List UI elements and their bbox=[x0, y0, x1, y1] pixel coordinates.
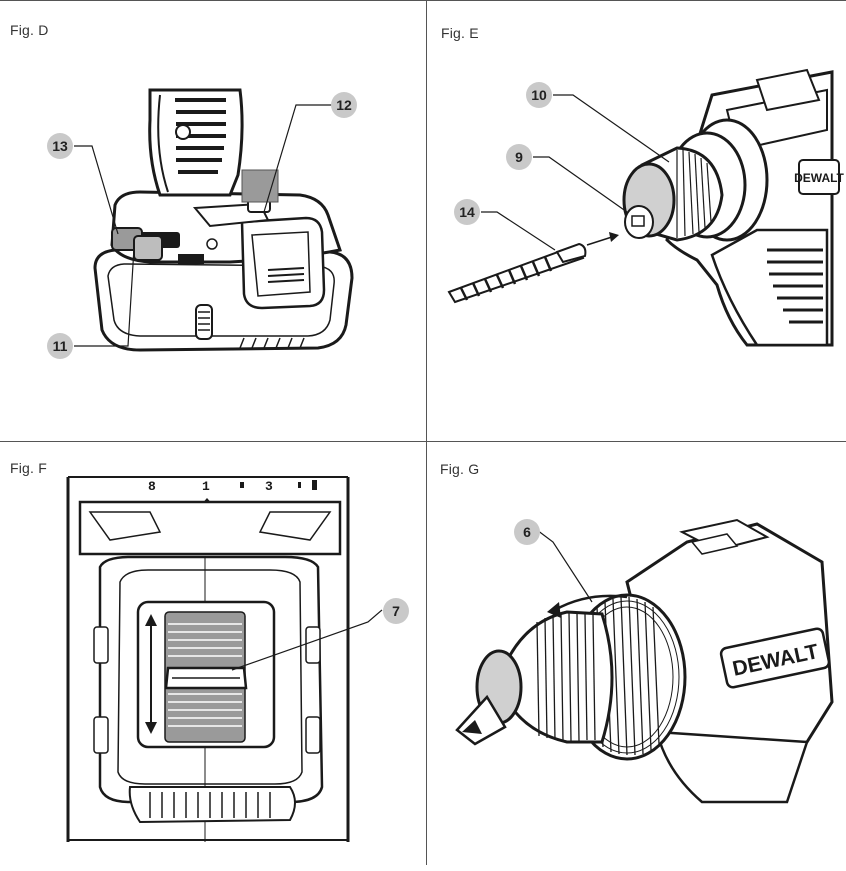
fig-f-illustration: 8 1 3 bbox=[0, 442, 426, 871]
svg-text:1: 1 bbox=[202, 479, 210, 494]
callout-13: 13 bbox=[46, 132, 74, 160]
fig-e-label: Fig. E bbox=[441, 25, 479, 41]
svg-text:3: 3 bbox=[265, 479, 273, 494]
fig-d-callouts bbox=[74, 104, 342, 347]
callout-12-text: 12 bbox=[336, 97, 352, 113]
callout-11-text: 11 bbox=[53, 338, 68, 354]
fig-f-label: Fig. F bbox=[10, 460, 47, 476]
fig-g-callouts bbox=[536, 529, 593, 603]
callout-6-text: 6 bbox=[523, 524, 531, 540]
grid-horizontal-divider bbox=[0, 441, 846, 442]
grid-top-border bbox=[0, 0, 846, 1]
grid-vertical-divider bbox=[426, 0, 427, 865]
callout-11: 11 bbox=[46, 332, 74, 360]
callout-10: 10 bbox=[525, 81, 553, 109]
fig-d-illustration bbox=[0, 0, 426, 441]
callout-14-text: 14 bbox=[459, 204, 475, 220]
fig-g-label: Fig. G bbox=[440, 461, 480, 477]
callout-9-text: 9 bbox=[515, 149, 523, 165]
svg-text:8: 8 bbox=[148, 479, 156, 494]
callout-12: 12 bbox=[330, 91, 358, 119]
callout-14: 14 bbox=[453, 198, 481, 226]
fig-f-callouts bbox=[231, 609, 383, 671]
callout-6: 6 bbox=[513, 518, 541, 546]
fig-d-label: Fig. D bbox=[10, 22, 49, 38]
fig-e-illustration: DEWALT bbox=[427, 0, 846, 441]
dewalt-logo-e: DEWALT bbox=[794, 171, 844, 185]
callout-10-text: 10 bbox=[531, 87, 547, 103]
fig-e-callouts bbox=[481, 94, 670, 251]
callout-9: 9 bbox=[505, 143, 533, 171]
callout-7: 7 bbox=[382, 597, 410, 625]
callout-13-text: 13 bbox=[52, 138, 68, 154]
fig-g-illustration: DEWALT bbox=[427, 442, 846, 871]
callout-7-text: 7 bbox=[392, 603, 400, 619]
